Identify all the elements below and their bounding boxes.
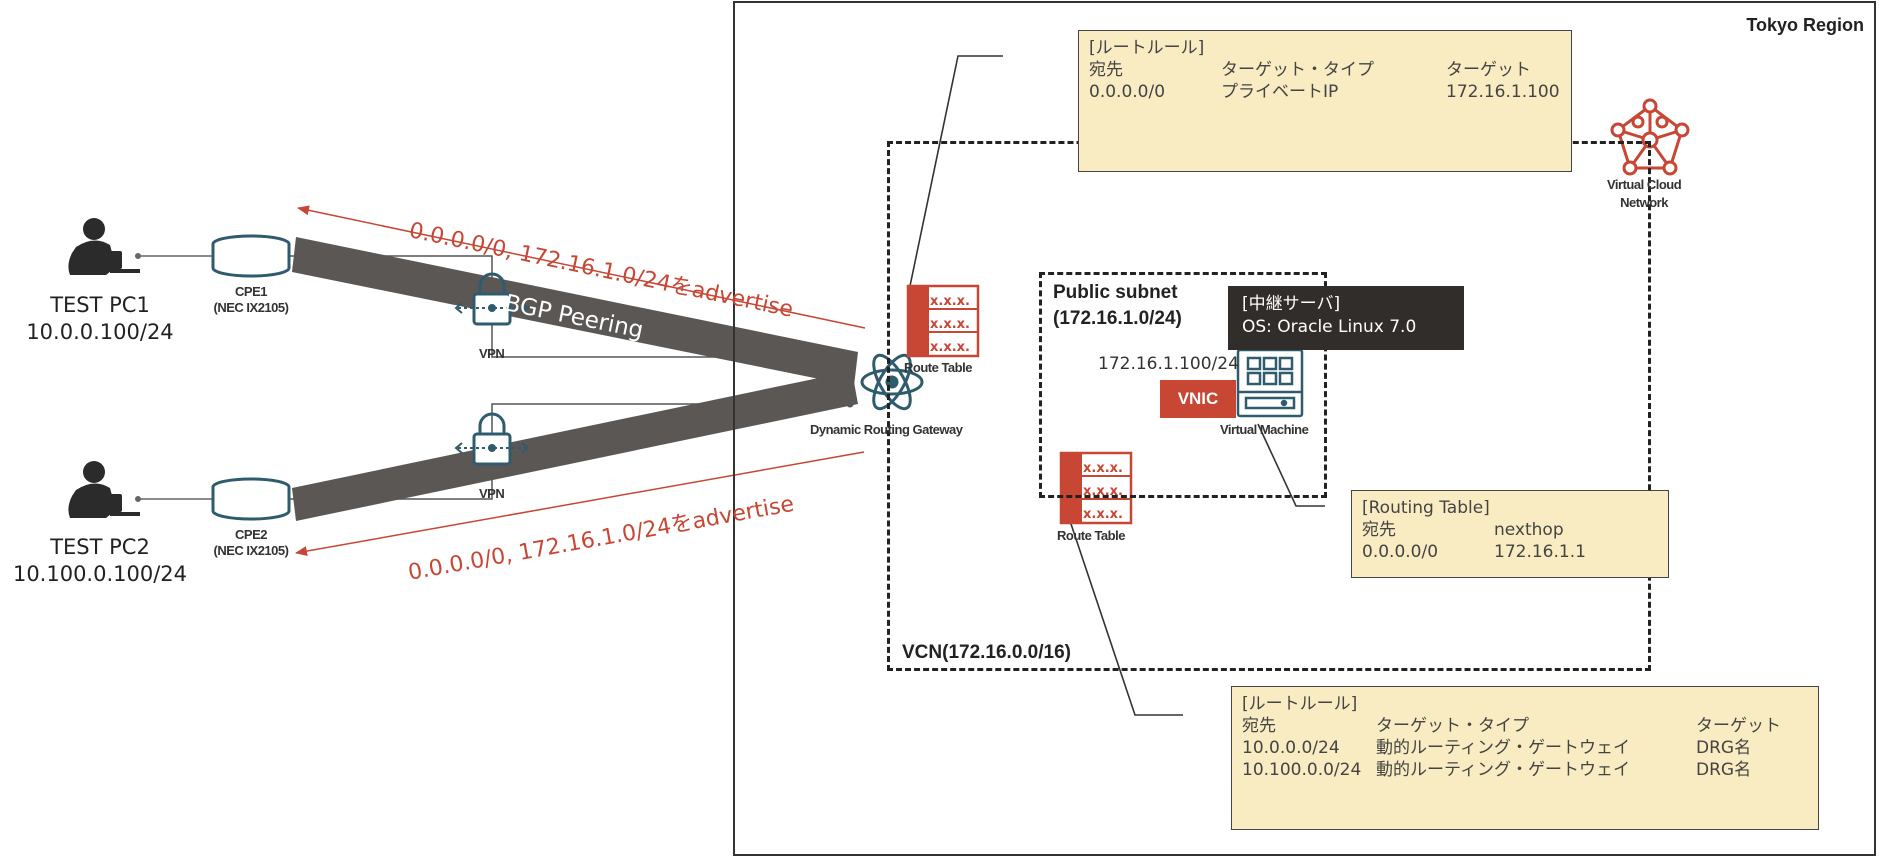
virtual-machine-icon [1236, 348, 1304, 418]
advertise-arrow-2 [295, 451, 865, 556]
route-table-cells: x.x.x. x.x.x. x.x.x. [930, 294, 970, 355]
tokyo-region-frame: Tokyo Region [733, 1, 1876, 856]
note-row: 10.100.0.0/24 動的ルーティング・ゲートウェイ DRG名 [1242, 760, 1752, 780]
subnet-route-callout-line [1066, 511, 1183, 716]
subnet-route-rules-note: [ルートルール] 宛先 ターゲット・タイプ ターゲット 10.0.0.0/24 … [1231, 686, 1819, 830]
subnet-label: Public subnet (172.16.1.0/24) [1053, 282, 1182, 329]
note-header-row: 宛先 nexthop [1362, 520, 1564, 540]
drg-route-callout-line [909, 55, 1003, 287]
route-table-label: Route Table [904, 360, 972, 375]
bgp-tunnel-1 [292, 237, 858, 386]
lock-icon [454, 412, 530, 466]
vnic-badge: VNIC [1160, 380, 1236, 418]
router-icon [211, 234, 291, 278]
bgp-tunnel-2 [292, 371, 858, 521]
note-row: 0.0.0.0/0 172.16.1.1 [1362, 542, 1586, 562]
vcn-icon-label: Virtual Cloud Network [1607, 177, 1682, 210]
vm-routing-table-note: [Routing Table] 宛先 nexthop 0.0.0.0/0 172… [1351, 490, 1669, 578]
note-title: [ルートルール] [1242, 694, 1358, 714]
route-table-icon [906, 284, 980, 358]
cpe1-label: CPE1 (NEC IX2105) [213, 284, 289, 315]
vpn1-label: VPN [479, 346, 505, 361]
person-icon [68, 461, 140, 518]
cpe2-label: CPE2 (NEC IX2105) [213, 527, 289, 558]
lock-icon [454, 272, 530, 326]
virtual-machine-label: Virtual Machine [1220, 422, 1309, 437]
public-subnet-frame [1039, 272, 1327, 498]
region-label: Tokyo Region [1746, 15, 1864, 35]
note-title: [Routing Table] [1362, 498, 1490, 518]
route-table-label: Route Table [1057, 528, 1125, 543]
vpn2-label: VPN [479, 486, 505, 501]
person-icon [68, 218, 140, 275]
route-table-cells: x.x.x. x.x.x. x.x.x. [1083, 461, 1123, 522]
vm-routing-callout-line [1257, 423, 1325, 507]
advertise-arrow-1 [297, 205, 866, 329]
router-icon [211, 477, 291, 521]
note-header-row: 宛先 ターゲット・タイプ ターゲット [1089, 60, 1531, 80]
note-title: [ルートルール] [1089, 38, 1205, 58]
drg-route-rules-note: [ルートルール] 宛先 ターゲット・タイプ ターゲット 0.0.0.0/0 プラ… [1078, 30, 1572, 172]
relay-server-note: [中継サーバ] OS: Oracle Linux 7.0 [1228, 286, 1464, 350]
note-row: 0.0.0.0/0 プライベートIP 172.16.1.100 [1089, 82, 1560, 102]
vcn-label: VCN(172.16.0.0/16) [902, 642, 1071, 663]
test-pc2-label: TEST PC2 10.100.0.100/24 [12, 535, 188, 586]
note-row: 10.0.0.0/24 動的ルーティング・ゲートウェイ DRG名 [1242, 738, 1752, 758]
test-pc1-label: TEST PC1 10.0.0.100/24 [26, 293, 174, 344]
route-table-icon [1059, 451, 1133, 525]
note-header-row: 宛先 ターゲット・タイプ ターゲット [1242, 716, 1781, 736]
vm-ip-label: 172.16.1.100/24 [1098, 354, 1239, 374]
drg-label: Dynamic Routing Gateway [810, 422, 963, 437]
